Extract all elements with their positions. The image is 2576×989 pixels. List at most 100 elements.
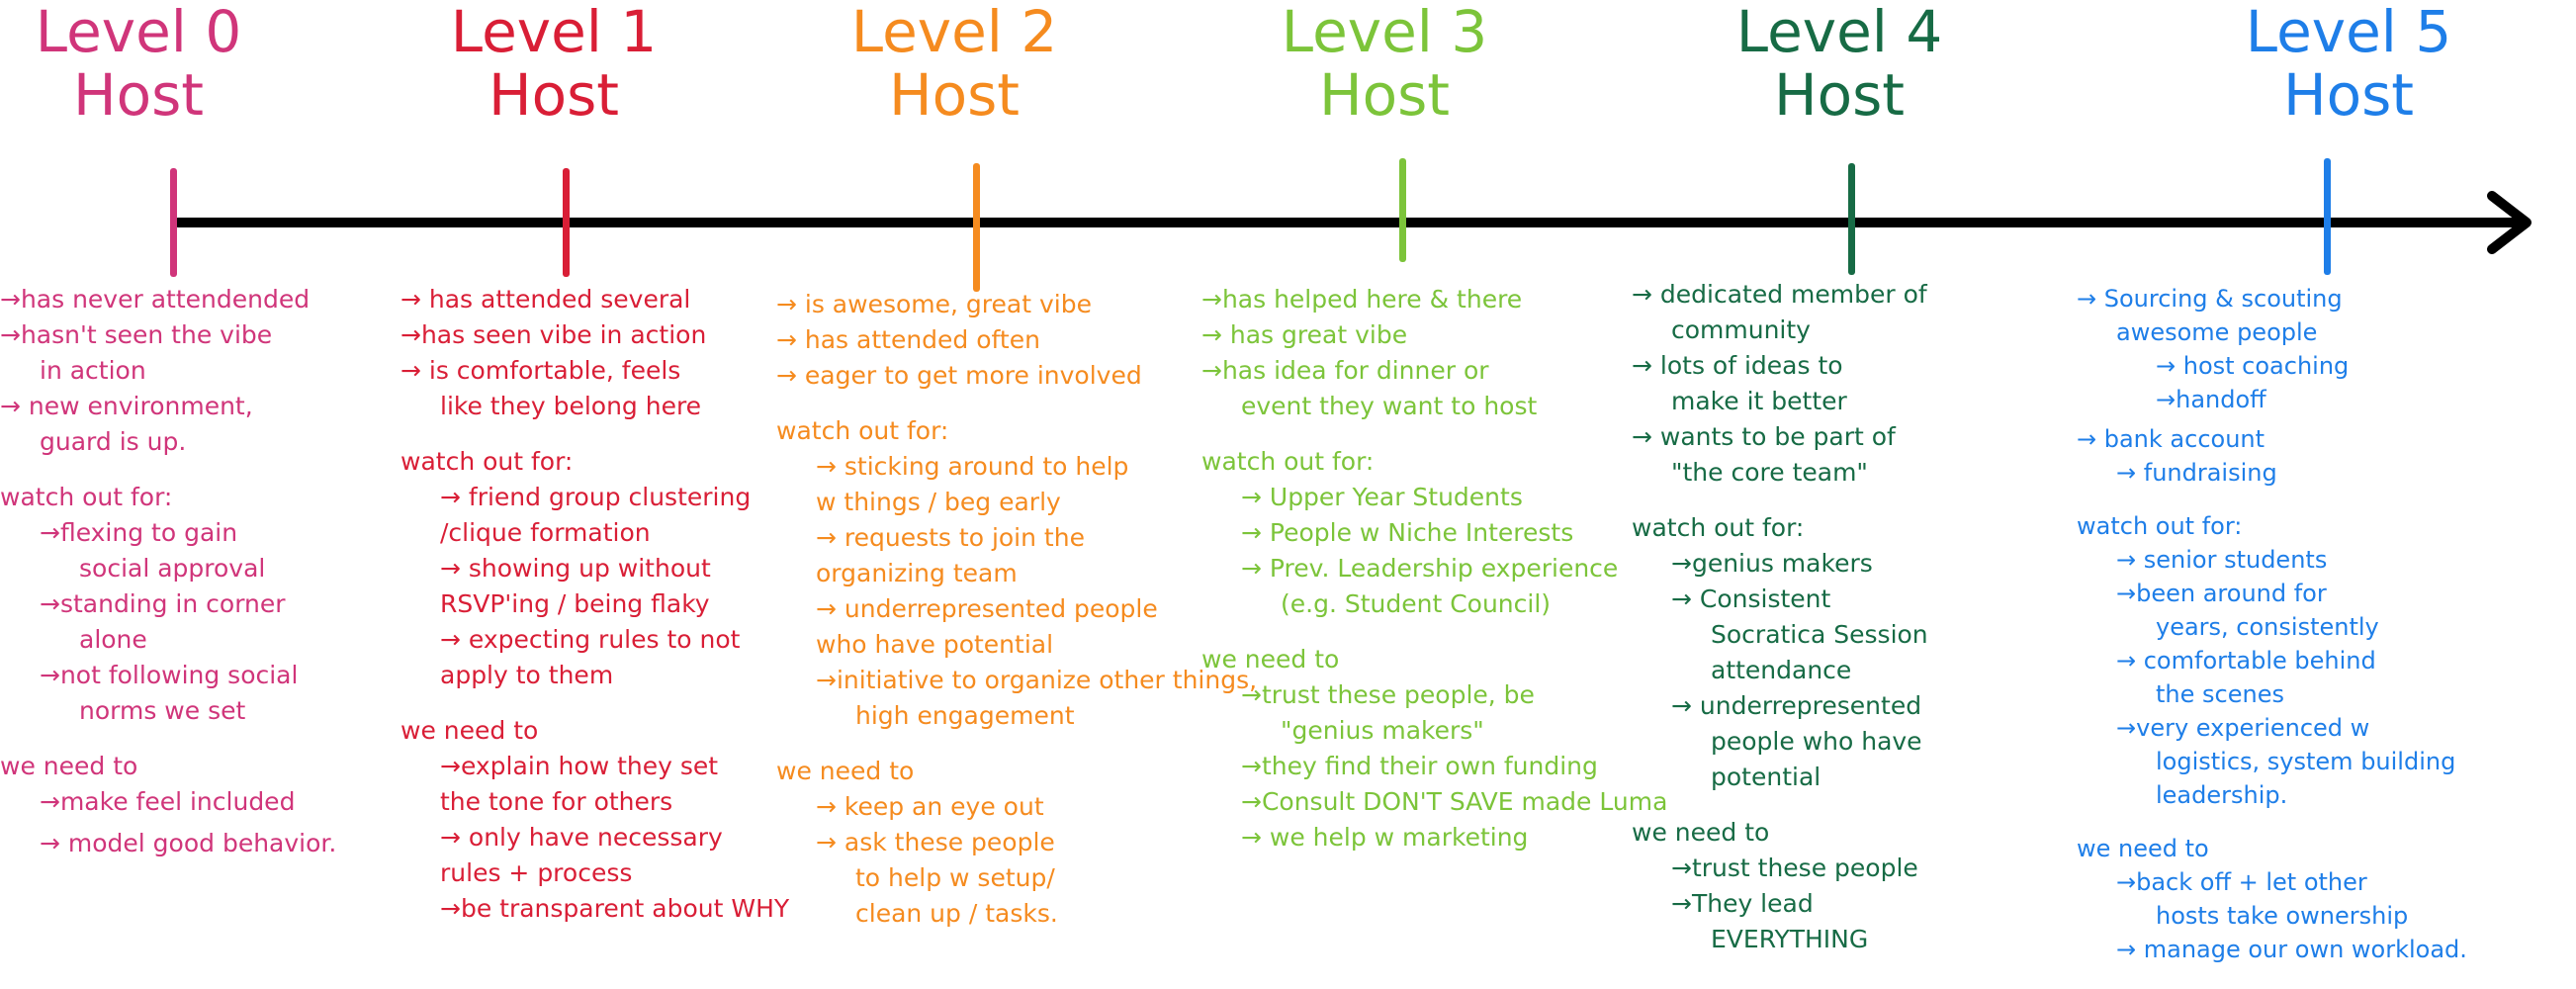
- level-0-note: social approval: [79, 554, 266, 583]
- level-5-note: →handoff: [2156, 386, 2266, 413]
- level-1-notes: → has attended several →has seen vibe in …: [400, 282, 789, 927]
- level-5-note: → bank account: [2077, 425, 2265, 453]
- level-1-note: /clique formation: [440, 518, 651, 547]
- level-2-note: → has attended often: [776, 325, 1040, 354]
- level-0-notes: →has never attendended→hasn't seen the v…: [0, 282, 336, 861]
- level-2-note: organizing team: [816, 559, 1018, 587]
- level-3-note: → Prev. Leadership experience: [1241, 554, 1619, 583]
- level-5-note: watch out for:: [2077, 512, 2243, 540]
- level-5-note: leadership.: [2156, 781, 2288, 809]
- level-5-note: →back off + let other: [2116, 868, 2367, 896]
- level-4-notes: → dedicated member of community → lots of …: [1632, 277, 1928, 957]
- level-1-note: the tone for others: [440, 787, 673, 816]
- level-2-title-line2: Host: [888, 61, 1021, 129]
- level-5-note: hosts take ownership: [2156, 902, 2409, 930]
- level-1-note: → friend group clustering: [440, 483, 752, 511]
- level-2-note: → requests to join the: [816, 523, 1085, 552]
- level-0-note: → model good behavior.: [40, 829, 337, 857]
- level-2-note: watch out for:: [776, 416, 949, 445]
- level-4-note: we need to: [1632, 818, 1770, 847]
- level-2-note: → is awesome, great vibe: [776, 290, 1092, 318]
- level-4-note: → underrepresented: [1671, 691, 1922, 720]
- level-4-note: → lots of ideas to: [1632, 351, 1843, 380]
- level-0-note: → new environment,: [0, 392, 253, 420]
- level-5-note: → fundraising: [2116, 459, 2277, 487]
- level-3-note: watch out for:: [1201, 447, 1375, 476]
- timeline-arrowhead: [2487, 191, 2532, 254]
- level-1-note: → showing up without: [440, 554, 711, 583]
- level-0-note: guard is up.: [40, 427, 187, 456]
- level-2-note: who have potential: [816, 630, 1054, 659]
- level-1-title-line2: Host: [488, 61, 620, 129]
- level-0-note: →standing in corner: [40, 589, 286, 618]
- level-4-note: → dedicated member of: [1632, 280, 1927, 309]
- level-1-note: → is comfortable, feels: [400, 356, 681, 385]
- level-5-title-line1: Level 5: [2245, 0, 2452, 65]
- level-3-tick: [1399, 158, 1406, 262]
- level-5-title-line2: Host: [2282, 61, 2415, 129]
- level-1-note: → has attended several: [400, 285, 691, 314]
- level-3-notes: →has helped here & there → has great vibe…: [1201, 282, 1667, 855]
- level-0-note: watch out for:: [0, 483, 173, 511]
- level-1-note: like they belong here: [440, 392, 702, 420]
- level-4-tick: [1848, 163, 1855, 275]
- level-5-note: → Sourcing & scouting: [2077, 285, 2343, 313]
- level-5-note: logistics, system building: [2156, 748, 2456, 775]
- level-4-note: Socratica Session: [1711, 620, 1928, 649]
- level-5-note: we need to: [2077, 835, 2209, 862]
- level-1-title-line1: Level 1: [450, 0, 658, 65]
- level-3-title-line2: Host: [1318, 61, 1451, 129]
- level-4-note: → Consistent: [1671, 584, 1831, 613]
- level-3-note: event they want to host: [1241, 392, 1538, 420]
- level-3-note: (e.g. Student Council): [1281, 589, 1552, 618]
- level-0-title-line1: Level 0: [35, 0, 242, 65]
- level-4-note: →They lead: [1671, 889, 1814, 918]
- level-1-note: →explain how they set: [440, 752, 719, 780]
- level-4-note: community: [1671, 315, 1811, 344]
- level-1-note: →has seen vibe in action: [400, 320, 707, 349]
- level-2-note: →initiative to organize other things,: [816, 666, 1258, 694]
- level-0-note: →not following social: [40, 661, 299, 689]
- level-0-note: →make feel included: [40, 787, 296, 816]
- level-5-tick: [2324, 158, 2331, 275]
- level-2-note: → keep an eye out: [816, 792, 1044, 821]
- level-0-note: alone: [79, 625, 147, 654]
- level-0-note: we need to: [0, 752, 138, 780]
- level-2-note: → eager to get more involved: [776, 361, 1142, 390]
- level-0-note: →hasn't seen the vibe: [0, 320, 273, 349]
- level-5-note: → host coaching: [2156, 352, 2350, 380]
- level-4-note: attendance: [1711, 656, 1852, 684]
- level-0-note: →flexing to gain: [40, 518, 238, 547]
- level-4-note: potential: [1711, 763, 1821, 791]
- level-5-note: →very experienced w: [2116, 714, 2370, 742]
- level-2-note: → underrepresented people: [816, 594, 1158, 623]
- level-3-note: →Consult DON'T SAVE made Luma: [1241, 787, 1668, 816]
- level-1-note: rules + process: [440, 858, 633, 887]
- level-2-note: clean up / tasks.: [855, 899, 1058, 928]
- level-5-note: → manage our own workload.: [2116, 936, 2467, 963]
- level-4-note: "the core team": [1671, 458, 1868, 487]
- level-3-note: →has helped here & there: [1201, 285, 1523, 314]
- level-1-note: → only have necessary: [440, 823, 723, 852]
- level-5-note: → senior students: [2116, 546, 2328, 574]
- level-5-note: years, consistently: [2156, 613, 2379, 641]
- level-0-title-line2: Host: [72, 61, 205, 129]
- level-4-note: → wants to be part of: [1632, 422, 1896, 451]
- level-3-title-line1: Level 3: [1281, 0, 1488, 65]
- level-1-tick: [563, 168, 570, 277]
- level-4-note: make it better: [1671, 387, 1847, 415]
- level-3-note: → we help w marketing: [1241, 823, 1529, 852]
- level-5-note: →been around for: [2116, 580, 2327, 607]
- level-3-note: → People w Niche Interests: [1241, 518, 1574, 547]
- level-2-title-line1: Level 2: [850, 0, 1058, 65]
- level-3-note: "genius makers": [1281, 716, 1484, 745]
- level-4-title-line1: Level 4: [1735, 0, 1943, 65]
- level-2-note: we need to: [776, 757, 915, 785]
- level-2-note: → sticking around to help: [816, 452, 1129, 481]
- level-3-note: → has great vibe: [1201, 320, 1408, 349]
